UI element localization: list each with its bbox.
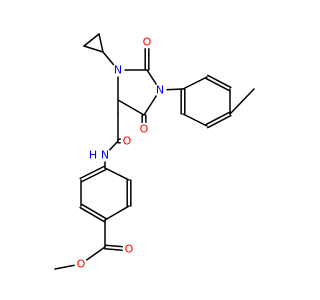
atom-o3: O — [120, 134, 134, 148]
bond-t3-t4-2 — [205, 111, 230, 126]
atom-halo-o4 — [122, 242, 136, 256]
bond-c4-c5 — [117, 99, 145, 116]
bond-cp1-cp2 — [83, 33, 100, 47]
atom-halo-o2 — [137, 122, 151, 136]
atom-halo-o1 — [140, 35, 154, 49]
atom-halo-o3 — [120, 134, 134, 148]
atom-nh: N — [98, 148, 112, 162]
atom-label-h: H — [89, 149, 97, 162]
bond-t2-t3 — [182, 113, 208, 127]
bond-cp3-cp1 — [98, 33, 104, 53]
atom-label-n1: N — [114, 64, 122, 77]
atom-halo-n1 — [111, 63, 125, 77]
atom-label-n2: N — [156, 84, 164, 97]
bond-t4-tm — [229, 88, 255, 115]
atom-label-o4: O — [125, 243, 134, 256]
bond-b1-b2 — [104, 167, 130, 181]
bond-layer — [54, 33, 255, 270]
atom-label-o2: O — [140, 123, 149, 136]
bond-b6-b1-1 — [81, 168, 107, 183]
atom-label-nh: N — [101, 149, 109, 162]
bond-t3-t4-1 — [207, 114, 232, 129]
atom-halo-n2 — [153, 83, 167, 97]
bond-t5-t6-2 — [205, 77, 230, 92]
atom-o5: O — [74, 257, 88, 271]
atom-label-o1: O — [143, 36, 152, 49]
atom-o1: O — [140, 35, 154, 49]
atom-o2: O — [137, 122, 151, 136]
bond-cp2-cp3 — [83, 45, 104, 53]
atom-halo-o5 — [74, 257, 88, 271]
atom-n1: N — [111, 63, 125, 77]
atom-label-o5: O — [77, 258, 86, 271]
bond-b3-b4 — [104, 205, 130, 221]
atom-o4: O — [122, 242, 136, 256]
bond-b6-b1-2 — [79, 165, 105, 180]
atom-h: H — [86, 148, 100, 162]
atom-label-o3: O — [123, 135, 132, 148]
atom-halo-nh — [98, 148, 112, 162]
bond-t6-t1 — [182, 76, 208, 90]
bond-b4-b5-1 — [81, 203, 107, 220]
bond-t5-t6-1 — [207, 74, 232, 89]
atom-halo-h — [86, 148, 100, 162]
bond-b4-b5-2 — [79, 206, 105, 223]
atom-n2: N — [153, 83, 167, 97]
